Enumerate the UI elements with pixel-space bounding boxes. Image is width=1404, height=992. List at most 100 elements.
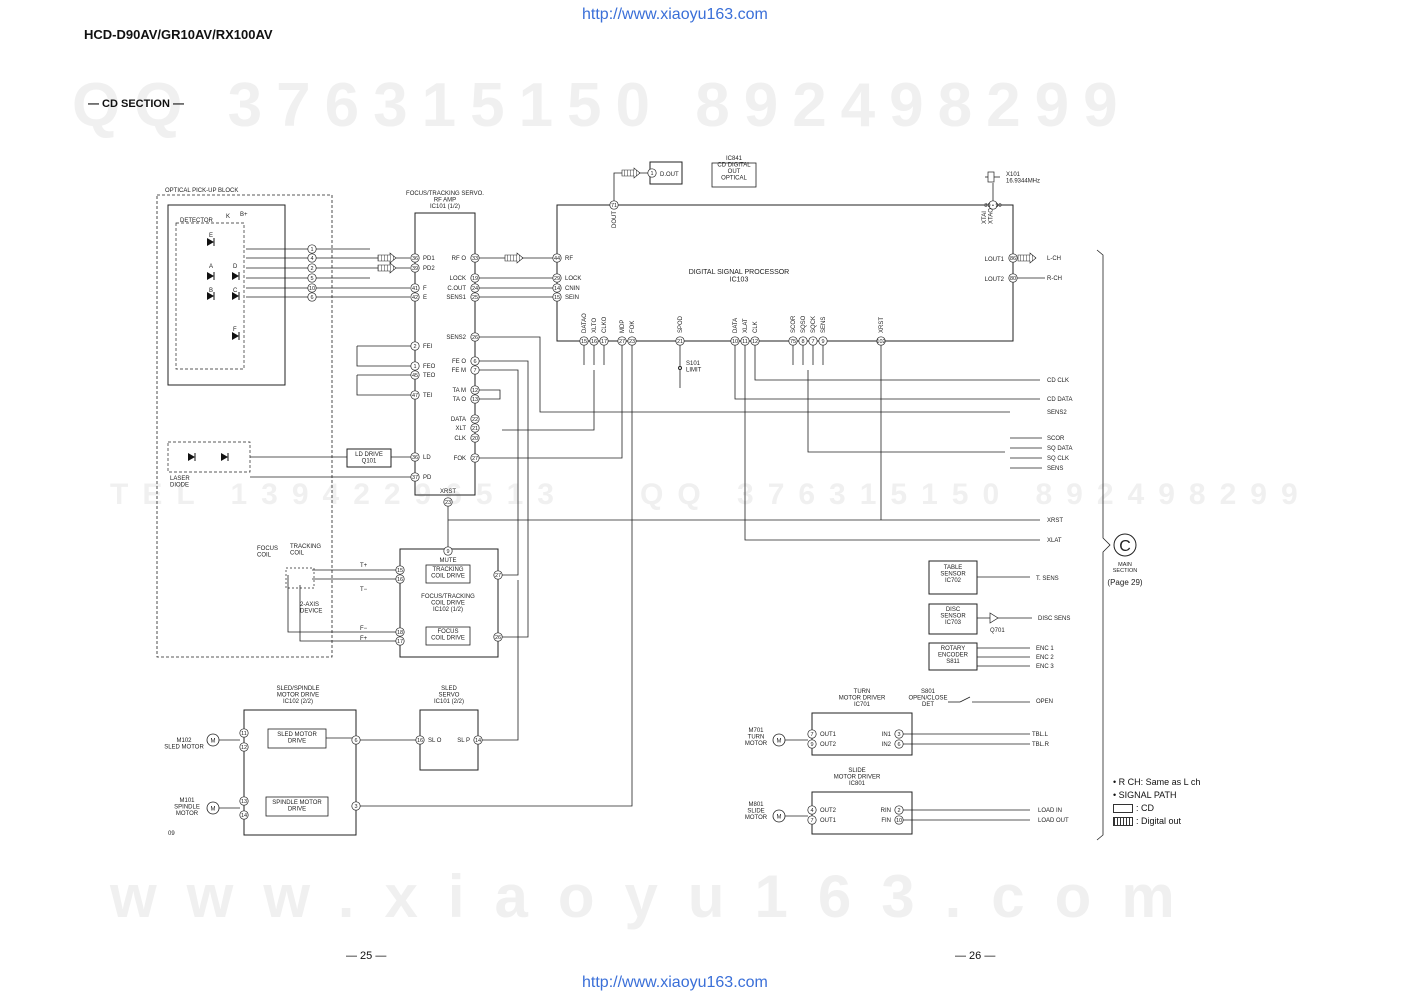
m801-label: MOTOR xyxy=(745,815,768,821)
lout1-pin xyxy=(1008,253,1018,263)
pin-number: 6 xyxy=(473,359,476,365)
ic101-right-pin xyxy=(470,283,480,293)
dsp-left-pin xyxy=(552,283,562,293)
dout-box-label: D.OUT xyxy=(660,172,679,178)
ic801-title: IC801 xyxy=(849,781,866,787)
bottom-url-link[interactable]: http://www.xiaoyu163.com xyxy=(582,974,768,991)
watermark-qq-mid: QQ 376315150 892498299 xyxy=(640,478,1312,511)
pin-number: 22 xyxy=(472,417,478,423)
pin-circle xyxy=(493,570,503,580)
ic101-right-pin xyxy=(470,433,480,443)
pin-number: 10 xyxy=(732,339,738,345)
dsp-pin-label: LOCK xyxy=(565,276,581,282)
dsp-pin-label: CNIN xyxy=(565,286,580,292)
q701-label: Q701 xyxy=(990,628,1005,634)
ic102-mute: MUTE xyxy=(440,558,457,564)
pin-circle xyxy=(395,627,405,637)
ic101-right-pin xyxy=(470,332,480,342)
dsp-bottom-label: XRST xyxy=(879,317,885,333)
diode-d-icon xyxy=(232,272,239,280)
output-sq: SCOR xyxy=(1047,436,1065,442)
pin-number: 12 xyxy=(241,745,247,751)
pin-number: 17 xyxy=(601,339,607,345)
ld-drive-box xyxy=(346,448,392,468)
ic101-pin-label: TEO xyxy=(423,373,436,379)
model-title: HCD-D90AV/GR10AV/RX100AV xyxy=(84,27,273,42)
ic101-pin-label: DATA xyxy=(451,417,466,423)
pin-number: 14 xyxy=(241,813,247,819)
pin-number: 14 xyxy=(554,286,560,292)
f-label: F xyxy=(233,327,237,333)
ic101-pin-label: PD2 xyxy=(423,266,435,272)
ic102b-title: MOTOR DRIVE xyxy=(277,693,319,699)
pin-number: 15 xyxy=(581,339,587,345)
pin-number: 16 xyxy=(591,339,597,345)
pin-number: 29 xyxy=(554,276,560,282)
ic101-left-pin xyxy=(410,472,420,482)
pin-circle xyxy=(473,735,483,745)
spindle-drive-box xyxy=(265,796,329,817)
pin-circle xyxy=(239,796,249,806)
ic102-title: COIL DRIVE xyxy=(431,601,465,607)
sled-drive-label: DRIVE xyxy=(288,739,306,745)
pin-number: 9 xyxy=(821,339,824,345)
output-sens2: SENS2 xyxy=(1047,410,1067,416)
bplus-label: B+ xyxy=(240,212,248,218)
pin-circle xyxy=(239,742,249,752)
dsp-bottom-pin xyxy=(599,336,609,346)
dsp-bottom-label: MDP xyxy=(620,320,626,333)
diode-f-icon xyxy=(232,332,239,340)
pin-number: 36 xyxy=(412,256,418,262)
pin-circle xyxy=(493,632,503,642)
pin-circle xyxy=(894,729,904,739)
dsp-bottom-pin xyxy=(730,336,740,346)
pickup-pin xyxy=(307,253,317,263)
pin-number: 3 xyxy=(897,732,900,738)
ic101-pin-label: C.OUT xyxy=(447,286,466,292)
d-label: D xyxy=(233,264,238,270)
m701-label: M701 xyxy=(748,728,764,734)
ic101-pin-label: XLT xyxy=(455,426,466,432)
ic841-box xyxy=(711,162,757,188)
lout2-pin xyxy=(1008,273,1018,283)
ic101-pin-label: LD xyxy=(423,455,431,461)
ic702-box xyxy=(928,560,978,595)
main-section-letter: C xyxy=(1119,538,1131,555)
pin-number: 19 xyxy=(472,276,478,282)
m801-label: SLIDE xyxy=(747,809,764,815)
pin-number: 27 xyxy=(495,573,501,579)
pin-circle xyxy=(415,735,425,745)
pin-number: 6 xyxy=(310,295,313,301)
output-enc: ENC 2 xyxy=(1036,655,1054,661)
pin-number: 5 xyxy=(310,276,313,282)
s801-label: OPEN/CLOSE xyxy=(908,696,947,702)
s811-label: ROTARY xyxy=(941,646,965,652)
wire xyxy=(479,360,529,638)
pin-number: 21 xyxy=(677,339,683,345)
ic101-pin-label: FOK xyxy=(454,456,466,462)
output-tbll: TBL.L xyxy=(1032,732,1049,738)
pin-number: 42 xyxy=(412,295,418,301)
ic101-pin-label: FEO xyxy=(423,364,436,370)
pin-number: 36 xyxy=(412,455,418,461)
pin-number: 13 xyxy=(241,799,247,805)
dsp-bottom-pin xyxy=(876,336,886,346)
ic701-pin: IN1 xyxy=(882,732,892,738)
dsp-pin-label: RF xyxy=(565,256,573,262)
ic801-pin: FIN xyxy=(881,818,891,824)
top-url-link[interactable]: http://www.xiaoyu163.com xyxy=(582,6,768,23)
s101-label: LIMIT xyxy=(686,368,702,374)
wire xyxy=(479,389,501,400)
ic801-pin: OUT2 xyxy=(820,808,837,814)
pickup-pin xyxy=(307,263,317,273)
s801-label: S801 xyxy=(921,689,936,695)
ic101-pin-label: CLK xyxy=(454,436,466,442)
dsp-bottom-pin xyxy=(808,336,818,346)
dsp-bottom-label: DATA xyxy=(733,318,739,333)
ic101-left-pin xyxy=(410,361,420,371)
ic101-right-pin xyxy=(470,253,480,263)
ic703-label: DISC xyxy=(946,607,961,613)
ic101-pin-label: FE O xyxy=(452,359,466,365)
pin-circle xyxy=(351,735,361,745)
output-cd-clk: CD CLK xyxy=(1047,378,1069,384)
